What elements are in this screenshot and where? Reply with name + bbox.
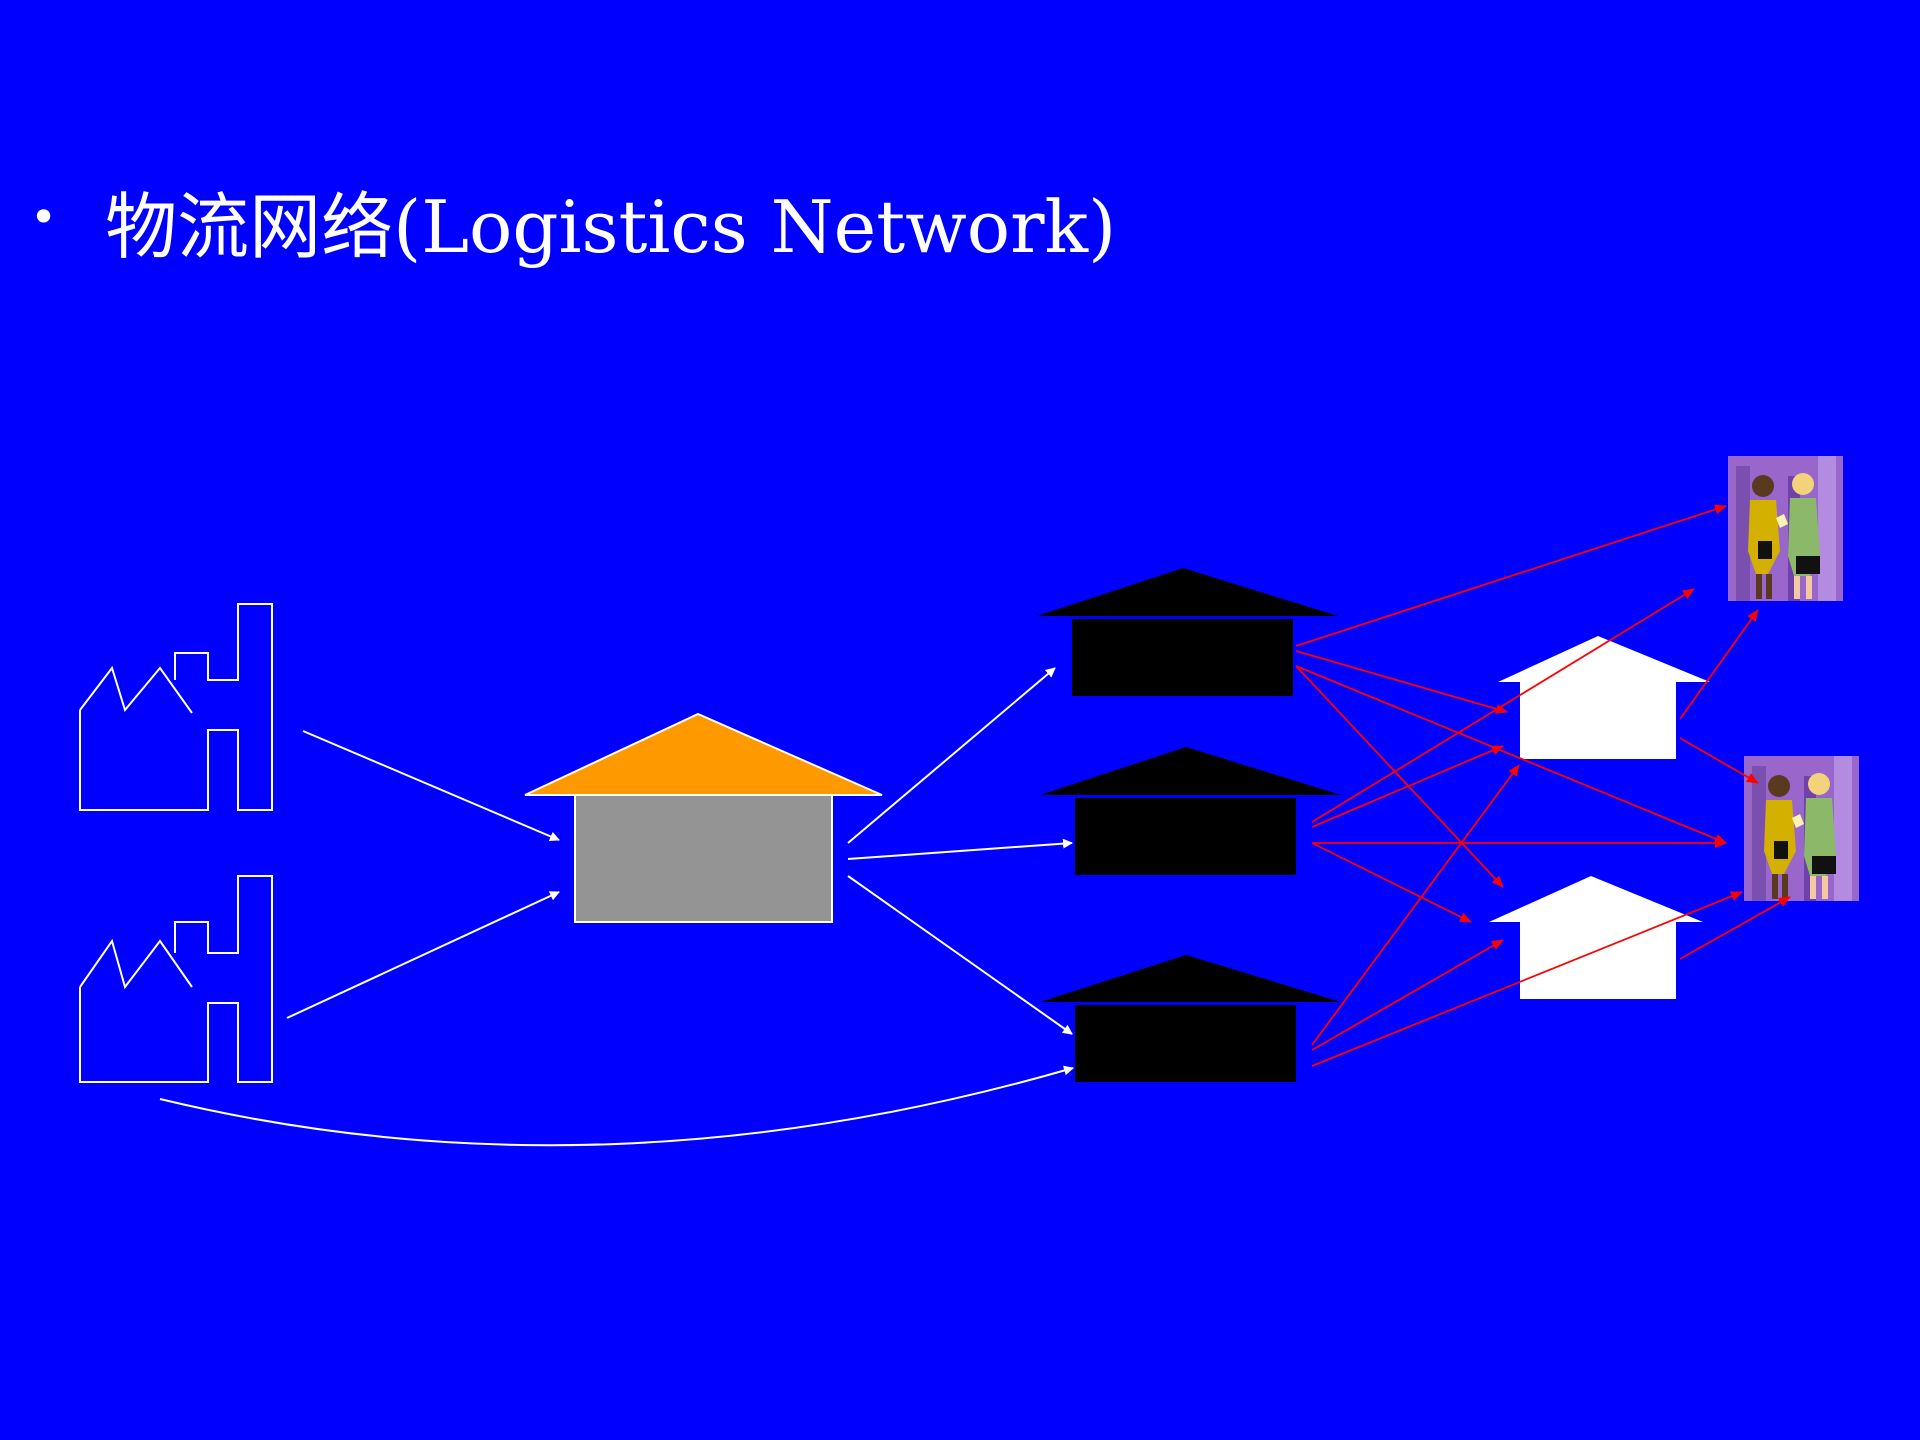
- arrow-central-to-regional3: [847, 875, 1073, 1035]
- regional-warehouse-icon-1: [1037, 568, 1338, 696]
- red-distribution-arrows: [1295, 504, 1791, 1067]
- local-warehouse-icon-1: [1498, 636, 1710, 759]
- regional-warehouse-icon-2: [1040, 747, 1341, 875]
- central-warehouse-icon: [524, 712, 883, 923]
- factory-icon-bottom: [79, 875, 273, 1083]
- white-flow-arrows: [159, 667, 1074, 1147]
- arrow-central-to-regional1: [847, 667, 1056, 844]
- arrow-factory1-to-central: [302, 730, 560, 842]
- arrow-factory2-to-regional3: [159, 1065, 1074, 1147]
- factory-icon-top: [79, 603, 273, 811]
- arrow-factory2-to-central: [286, 891, 560, 1019]
- local-warehouse-icon-2: [1489, 876, 1703, 999]
- title-row: • 物流网络(Logistics Network): [30, 168, 1116, 273]
- customer-handshake-icon-2: [1744, 756, 1859, 901]
- regional-warehouse-icon-3: [1040, 955, 1341, 1082]
- customer-handshake-icon-1: [1728, 456, 1843, 601]
- bullet: •: [30, 189, 58, 244]
- arrow-central-to-regional2: [847, 838, 1073, 860]
- slide-title: 物流网络(Logistics Network): [105, 185, 1117, 269]
